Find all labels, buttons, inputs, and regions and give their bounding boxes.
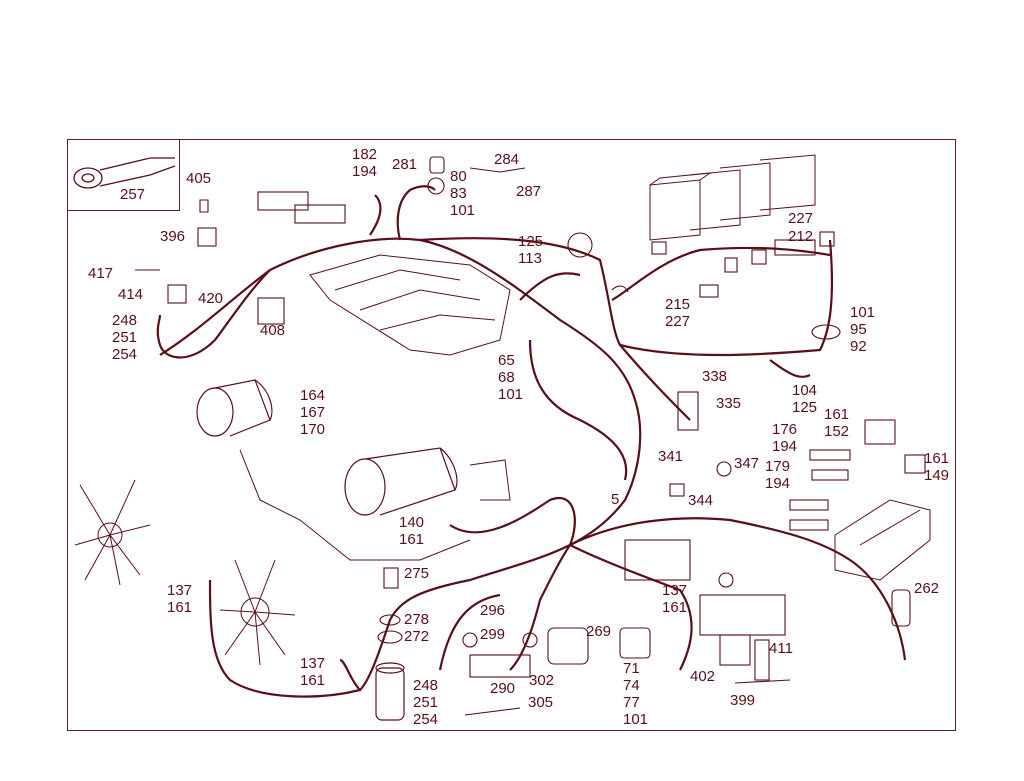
label-296: 296 bbox=[480, 602, 506, 619]
label-176-194: 176 194 bbox=[772, 421, 798, 455]
label-125-113: 125 113 bbox=[518, 233, 544, 267]
label-71-74-77-101: 71 74 77 101 bbox=[623, 660, 649, 728]
label-140-161: 140 161 bbox=[399, 514, 425, 548]
label-335: 335 bbox=[716, 395, 742, 412]
label-290: 290 bbox=[490, 680, 516, 697]
label-281: 281 bbox=[392, 156, 418, 173]
label-272: 272 bbox=[404, 628, 430, 645]
label-248-251-254-left: 248 251 254 bbox=[112, 312, 138, 363]
label-408: 408 bbox=[260, 322, 286, 339]
starter-icon bbox=[344, 447, 458, 516]
diagram-frame bbox=[67, 139, 956, 731]
label-399: 399 bbox=[730, 692, 756, 709]
label-278: 278 bbox=[404, 611, 430, 628]
label-161-152: 161 152 bbox=[824, 406, 850, 440]
label-215-227: 215 227 bbox=[665, 296, 691, 330]
label-161-149: 161 149 bbox=[924, 450, 950, 484]
control-unit-rack bbox=[649, 154, 816, 241]
label-284: 284 bbox=[494, 151, 520, 168]
part-257-icon bbox=[73, 157, 176, 189]
label-248-251-254-bottom: 248 251 254 bbox=[413, 677, 439, 728]
label-417: 417 bbox=[88, 265, 114, 282]
label-341: 341 bbox=[658, 448, 684, 465]
label-269: 269 bbox=[586, 623, 612, 640]
label-104-125: 104 125 bbox=[792, 382, 818, 416]
label-5: 5 bbox=[611, 491, 620, 508]
label-137-161-c: 137 161 bbox=[300, 655, 326, 689]
small-parts bbox=[135, 156, 926, 716]
label-405: 405 bbox=[186, 170, 212, 187]
inset-box bbox=[67, 139, 180, 211]
label-80-83-101: 80 83 101 bbox=[450, 168, 476, 219]
label-257: 257 bbox=[120, 186, 146, 203]
label-164-167-170: 164 167 170 bbox=[300, 387, 326, 438]
label-344: 344 bbox=[688, 492, 714, 509]
filter-cylinder-icon bbox=[375, 662, 405, 721]
label-302: 302 bbox=[529, 672, 555, 689]
label-414: 414 bbox=[118, 286, 144, 303]
label-402: 402 bbox=[690, 668, 716, 685]
label-137-161-b: 137 161 bbox=[662, 582, 688, 616]
label-182-194: 182 194 bbox=[352, 146, 378, 180]
label-275: 275 bbox=[404, 565, 430, 582]
label-287: 287 bbox=[516, 183, 542, 200]
label-65-68-101: 65 68 101 bbox=[498, 352, 524, 403]
engine-block-outline bbox=[239, 254, 511, 561]
label-227-top: 227 bbox=[788, 210, 814, 227]
relay-box-icon bbox=[834, 499, 931, 581]
label-179-194: 179 194 bbox=[765, 458, 791, 492]
label-396: 396 bbox=[160, 228, 186, 245]
label-262: 262 bbox=[914, 580, 940, 597]
alternator-icon bbox=[196, 379, 273, 437]
label-420: 420 bbox=[198, 290, 224, 307]
fan-right-icon bbox=[219, 559, 296, 666]
label-212: 212 bbox=[788, 228, 814, 245]
label-101-95-92: 101 95 92 bbox=[850, 304, 876, 355]
label-299: 299 bbox=[480, 626, 506, 643]
label-347: 347 bbox=[734, 455, 760, 472]
label-411: 411 bbox=[769, 640, 793, 657]
harness-cables bbox=[156, 185, 907, 698]
fan-left-icon bbox=[74, 479, 151, 586]
label-305: 305 bbox=[528, 694, 554, 711]
label-137-161-a: 137 161 bbox=[167, 582, 193, 616]
label-338: 338 bbox=[702, 368, 728, 385]
